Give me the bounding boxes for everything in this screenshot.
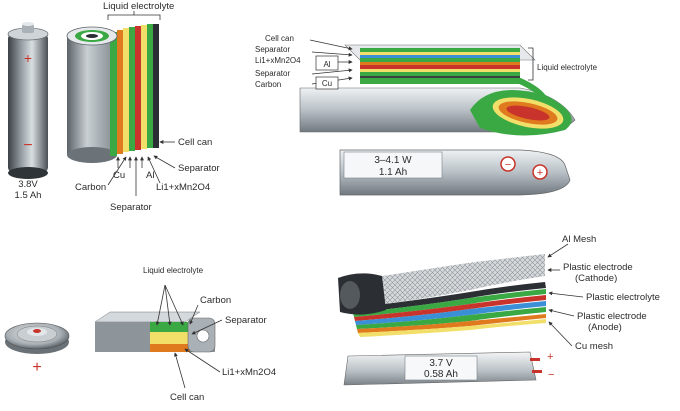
cylindrical-label-separator-right: Separator [178,163,220,174]
cylindrical-cell-group: + − 3.8V 1.5 Ah Liquid electrolyte [7,1,220,213]
thin-voltage: 3.7 V [429,358,453,369]
cylindrical-label-cu: Cu [113,170,125,181]
cylindrical-cutaway [66,24,159,163]
coin-battery-icon [4,322,70,354]
coin-label-separator: Separator [225,315,267,326]
coin-plus-sign: + [32,359,41,376]
coin-cross-section [94,311,216,353]
cylindrical-minus-sign: − [23,137,32,154]
cylindrical-label-separator-bottom: Separator [110,202,152,213]
cylindrical-label-al: Al [146,170,154,181]
coin-label-liquid-electrolyte: Liquid electrolyte [143,266,204,275]
thin-label-al-mesh: Al Mesh [562,234,596,245]
thin-label-cu-mesh: Cu mesh [575,341,613,352]
thin-battery-icon [343,351,542,386]
thin-label-plastic-anode: Plastic electrode [577,311,647,322]
thin-label-plastic-anode-sub: (Anode) [588,322,622,333]
coin-cell-group: + Liquid electrolyte Carbon Separator Li… [4,266,276,403]
prismatic-label-cathode: Li1+xMn2O4 [255,56,301,65]
thin-film-layer-stack [338,254,546,337]
prismatic-label-carbon: Carbon [255,80,281,89]
prismatic-cell-group: Cell can Separator Li1+xMn2O4 Separator … [255,34,598,196]
coin-label-cathode: Li1+xMn2O4 [222,367,276,378]
cylindrical-label-liquid-electrolyte: Liquid electrolyte [103,1,174,12]
prismatic-battery-icon [339,149,571,196]
cylindrical-label-cell-can: Cell can [178,137,212,148]
prismatic-label-separator-1: Separator [255,45,290,54]
cylindrical-capacity: 1.5 Ah [15,190,42,201]
prismatic-label-cu: Cu [322,79,332,88]
cylindrical-battery-icon [7,22,49,179]
prismatic-layer-stack [299,44,576,136]
cylindrical-label-carbon: Carbon [75,182,106,193]
cylindrical-voltage: 3.8V [18,179,38,190]
cylindrical-label-cathode: Li1+xMn2O4 [156,182,210,193]
prismatic-voltage: 3–4.1 W [374,155,412,166]
prismatic-label-al: Al [323,60,330,69]
thin-film-cell-group: Al Mesh Plastic electrode (Cathode) Plas… [338,234,660,386]
prismatic-label-liquid-electrolyte: Liquid electrolyte [537,63,598,72]
thin-label-plastic-cathode: Plastic electrode [563,262,633,273]
coin-label-cell-can: Cell can [170,392,204,403]
thin-label-plastic-cathode-sub: (Cathode) [575,273,617,284]
thin-plus-sign: + [547,351,553,363]
prismatic-label-cell-can: Cell can [265,34,294,43]
prismatic-plus-sign: + [537,167,543,179]
coin-label-carbon: Carbon [200,295,231,306]
prismatic-label-separator-2: Separator [255,69,290,78]
prismatic-minus-sign: − [505,159,511,171]
cylindrical-plus-sign: + [24,50,32,66]
thin-label-plastic-electrolyte: Plastic electrolyte [586,292,660,303]
thin-capacity: 0.58 Ah [424,369,458,380]
prismatic-capacity: 1.1 Ah [379,167,407,178]
thin-minus-sign: − [548,369,554,381]
